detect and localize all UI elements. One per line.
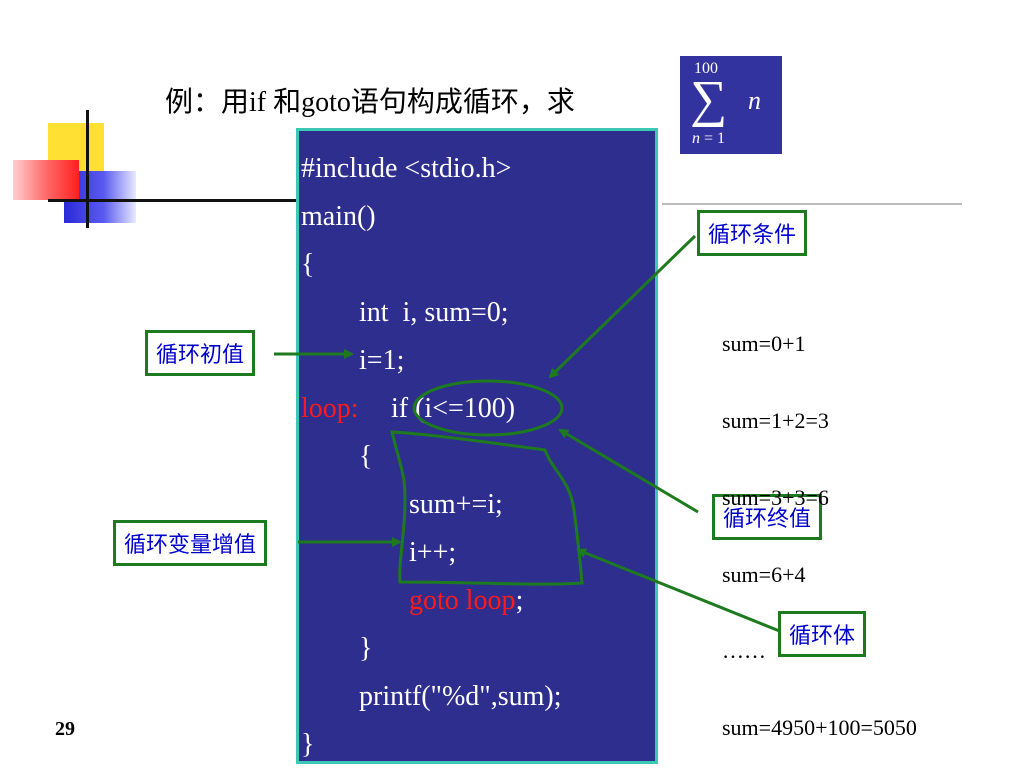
arrow-condition <box>548 234 697 379</box>
sum-trace-line: sum=6+4 <box>722 561 806 587</box>
sum-trace-line: sum=0+1 <box>722 331 806 357</box>
label-loop-body: 循环体 <box>778 611 867 657</box>
formula-term: n <box>748 86 761 115</box>
code-line-open-brace: { <box>301 249 315 280</box>
sum-trace-line: sum=3+3=6 <box>722 484 829 510</box>
condition-ellipse <box>412 379 564 437</box>
formula-lower-limit: n = 1 <box>692 130 726 147</box>
code-block: #include <stdio.h> main() { int i, sum=0… <box>296 128 658 764</box>
sum-trace-line: sum=1+2=3 <box>722 407 829 433</box>
formula-upper-limit: 100 <box>694 60 718 77</box>
sum-trace: sum=0+1 sum=1+2=3 sum=3+3=6 sum=6+4 …… s… <box>722 280 917 766</box>
sum-trace-line: sum=4950+100=5050 <box>722 715 917 741</box>
arrow-body <box>576 548 783 634</box>
divider-line <box>662 203 962 205</box>
sum-trace-line: …… <box>722 638 766 664</box>
loop-body-outline <box>390 430 584 586</box>
code-line-sum: sum+=i; <box>409 489 503 520</box>
label-loop-init: 循环初值 <box>145 330 256 376</box>
sum-formula: 100 ∑ n n = 1 <box>680 56 782 154</box>
slide-title: 例：用if 和goto语句构成循环，求 <box>165 87 575 118</box>
code-line-inner-open-brace: { <box>359 441 373 472</box>
label-loop-increment: 循环变量增值 <box>113 520 268 566</box>
code-line-printf: printf("%d",sum); <box>359 681 562 712</box>
code-label-loop: loop: <box>301 393 359 424</box>
code-goto-keyword: goto loop <box>409 585 516 616</box>
code-line-inner-close-brace: } <box>359 633 373 664</box>
code-line-init: i=1; <box>359 345 405 376</box>
sigma-icon: ∑ <box>690 71 728 128</box>
code-line-if: if (i<=100) <box>391 393 516 424</box>
arrow-end-value <box>558 428 699 514</box>
code-line-declare: int i, sum=0; <box>359 297 509 328</box>
code-line-increment: i++; <box>409 537 457 568</box>
code-line-close-brace: } <box>301 729 315 760</box>
logo-horizontal-line <box>48 199 298 202</box>
logo-vertical-line <box>86 110 89 228</box>
code-line-main: main() <box>301 201 376 232</box>
code-line-goto: goto loop; <box>409 585 524 616</box>
label-loop-condition: 循环条件 <box>697 210 808 256</box>
code-line-include: #include <stdio.h> <box>301 153 512 184</box>
logo-red-square <box>13 160 79 200</box>
page-number: 29 <box>55 718 75 740</box>
label-loop-end-value: 循环终值 <box>712 494 823 540</box>
